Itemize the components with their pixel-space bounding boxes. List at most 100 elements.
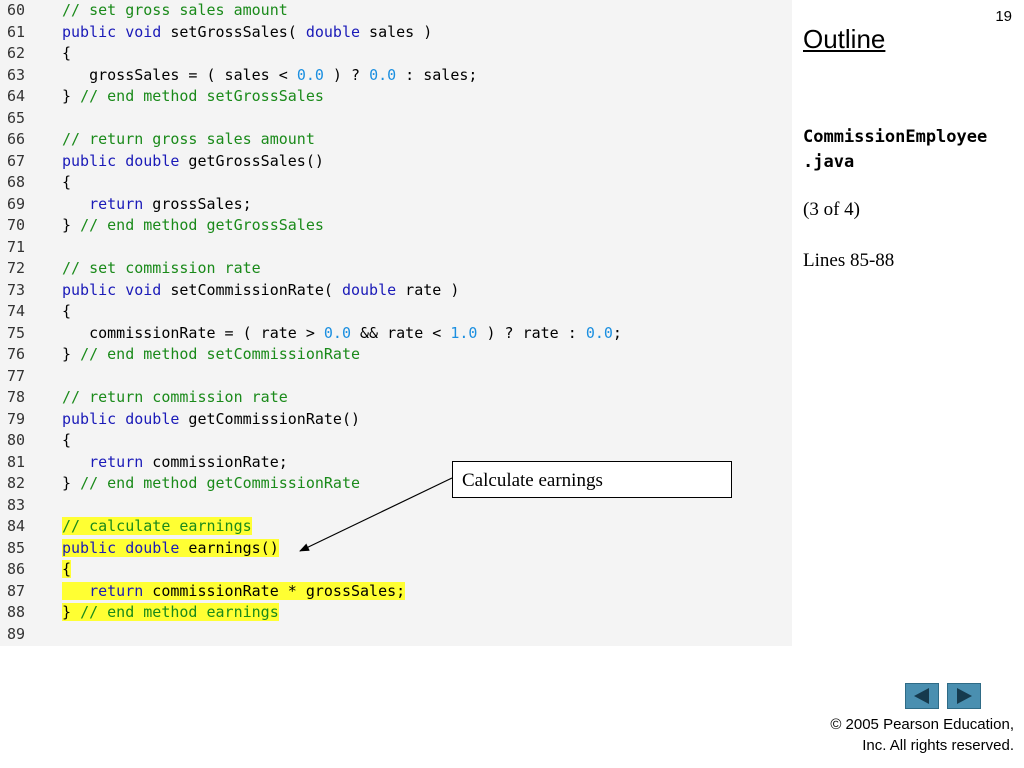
line-number: 84 — [7, 517, 26, 535]
line-number: 68 — [7, 173, 26, 191]
code-token: // end method setGrossSales — [80, 87, 324, 105]
code-token: return — [89, 194, 144, 213]
line-number: 70 — [7, 216, 26, 234]
code-token: // return commission rate — [62, 388, 288, 406]
code-token: } — [62, 216, 81, 234]
code-token: setCommissionRate( — [161, 280, 342, 299]
callout-box: Calculate earnings — [452, 461, 732, 498]
code-text: return grossSales; — [62, 194, 252, 216]
line-number: 83 — [7, 495, 26, 514]
code-token: { — [62, 302, 72, 320]
code-text: { — [62, 559, 72, 581]
lines-reference: Lines 85-88 — [803, 250, 895, 271]
code-text: { — [62, 172, 71, 194]
line-number: 72 — [7, 259, 26, 277]
code-text: // set gross sales amount — [62, 0, 288, 22]
line-number: 65 — [7, 108, 26, 127]
line-number: 81 — [7, 452, 26, 471]
line-number: 75 — [7, 323, 26, 342]
code-token: 1.0 — [450, 323, 478, 342]
line-number: 60 — [7, 1, 26, 19]
code-token: grossSales = ( sales < — [62, 65, 297, 84]
code-token: setGrossSales( — [161, 22, 306, 41]
code-token: getGrossSales() — [179, 151, 324, 170]
line-number: 66 — [7, 130, 26, 148]
code-text: public double getCommissionRate() — [62, 409, 360, 431]
code-text: commissionRate = ( rate > 0.0 && rate < … — [62, 323, 622, 345]
line-number: 73 — [7, 280, 26, 299]
line-number: 86 — [7, 560, 26, 578]
code-token: } — [62, 603, 81, 621]
code-text: // set commission rate — [62, 258, 261, 280]
line-number: 80 — [7, 431, 26, 449]
code-text: public double getGrossSales() — [62, 151, 324, 173]
code-token: public double — [62, 538, 180, 557]
code-token: // set gross sales amount — [62, 1, 288, 19]
code-token: commissionRate = ( rate > — [62, 323, 324, 342]
code-token: : sales; — [396, 65, 478, 84]
file-name: CommissionEmployee .java — [803, 125, 987, 175]
code-text: } // end method setCommissionRate — [62, 344, 360, 366]
code-text: { — [62, 430, 71, 452]
code-text: public double earnings() — [62, 538, 279, 560]
copyright-line-1: © 2005 Pearson Education, — [830, 716, 1014, 733]
triangle-left-icon — [914, 688, 929, 704]
code-token: rate ) — [396, 280, 460, 299]
code-token: 0.0 — [369, 65, 397, 84]
file-name-line-2: .java — [803, 152, 855, 172]
part-indicator: (3 of 4) — [803, 199, 860, 220]
line-number: 85 — [7, 538, 26, 557]
line-number: 78 — [7, 388, 26, 406]
code-token: // end method earnings — [80, 603, 279, 621]
line-number: 63 — [7, 65, 26, 84]
code-text: { — [62, 301, 71, 323]
line-number: 79 — [7, 409, 26, 428]
line-number: 89 — [7, 624, 26, 643]
line-number: 64 — [7, 87, 26, 105]
code-text: grossSales = ( sales < 0.0 ) ? 0.0 : sal… — [62, 65, 477, 87]
code-token: { — [62, 431, 72, 449]
code-token: { — [62, 173, 72, 191]
code-token: ; — [612, 323, 622, 342]
code-token: // end method getGrossSales — [80, 216, 324, 234]
code-token: earnings() — [179, 538, 279, 557]
line-number: 69 — [7, 194, 26, 213]
code-listing: 60 // set gross sales amount 61 public void… — [0, 0, 792, 646]
code-token: getCommissionRate() — [179, 409, 361, 428]
slide-number: 19 — [995, 8, 1012, 25]
code-text: // calculate earnings — [62, 516, 252, 538]
code-token: && rate < — [351, 323, 451, 342]
code-token: // end method setCommissionRate — [80, 345, 361, 363]
code-token: // end method getCommissionRate — [80, 474, 361, 492]
code-token: public double — [62, 409, 180, 428]
file-name-line-1: CommissionEmployee — [803, 127, 988, 147]
code-text: } // end method getGrossSales — [62, 215, 324, 237]
code-token: { — [62, 44, 72, 62]
code-token: double — [305, 22, 361, 41]
code-text: { — [62, 43, 71, 65]
code-text: // return gross sales amount — [62, 129, 315, 151]
code-token: double — [341, 280, 397, 299]
line-number: 87 — [7, 581, 26, 600]
code-token: 0.0 — [323, 323, 351, 342]
code-token: // calculate earnings — [62, 517, 252, 535]
code-text: // return commission rate — [62, 387, 288, 409]
code-token: commissionRate * grossSales; — [143, 581, 406, 600]
code-token: grossSales; — [143, 194, 252, 213]
copyright: © 2005 Pearson Education, Inc. All right… — [830, 714, 1014, 756]
next-slide-button[interactable] — [947, 683, 981, 709]
code-text: return commissionRate * grossSales; — [62, 581, 406, 603]
code-text: } // end method getCommissionRate — [62, 473, 360, 495]
code-token: public void — [62, 22, 162, 41]
outline-link[interactable]: Outline — [803, 24, 886, 54]
code-token: { — [62, 560, 72, 578]
copyright-line-2: Inc. All rights reserved. — [862, 737, 1014, 754]
previous-slide-button[interactable] — [905, 683, 939, 709]
line-number: 61 — [7, 22, 26, 41]
triangle-right-icon — [957, 688, 972, 704]
code-text: public void setGrossSales( double sales … — [62, 22, 432, 44]
code-token: 0.0 — [585, 323, 613, 342]
code-token: sales ) — [360, 22, 433, 41]
code-token: public void — [62, 280, 162, 299]
